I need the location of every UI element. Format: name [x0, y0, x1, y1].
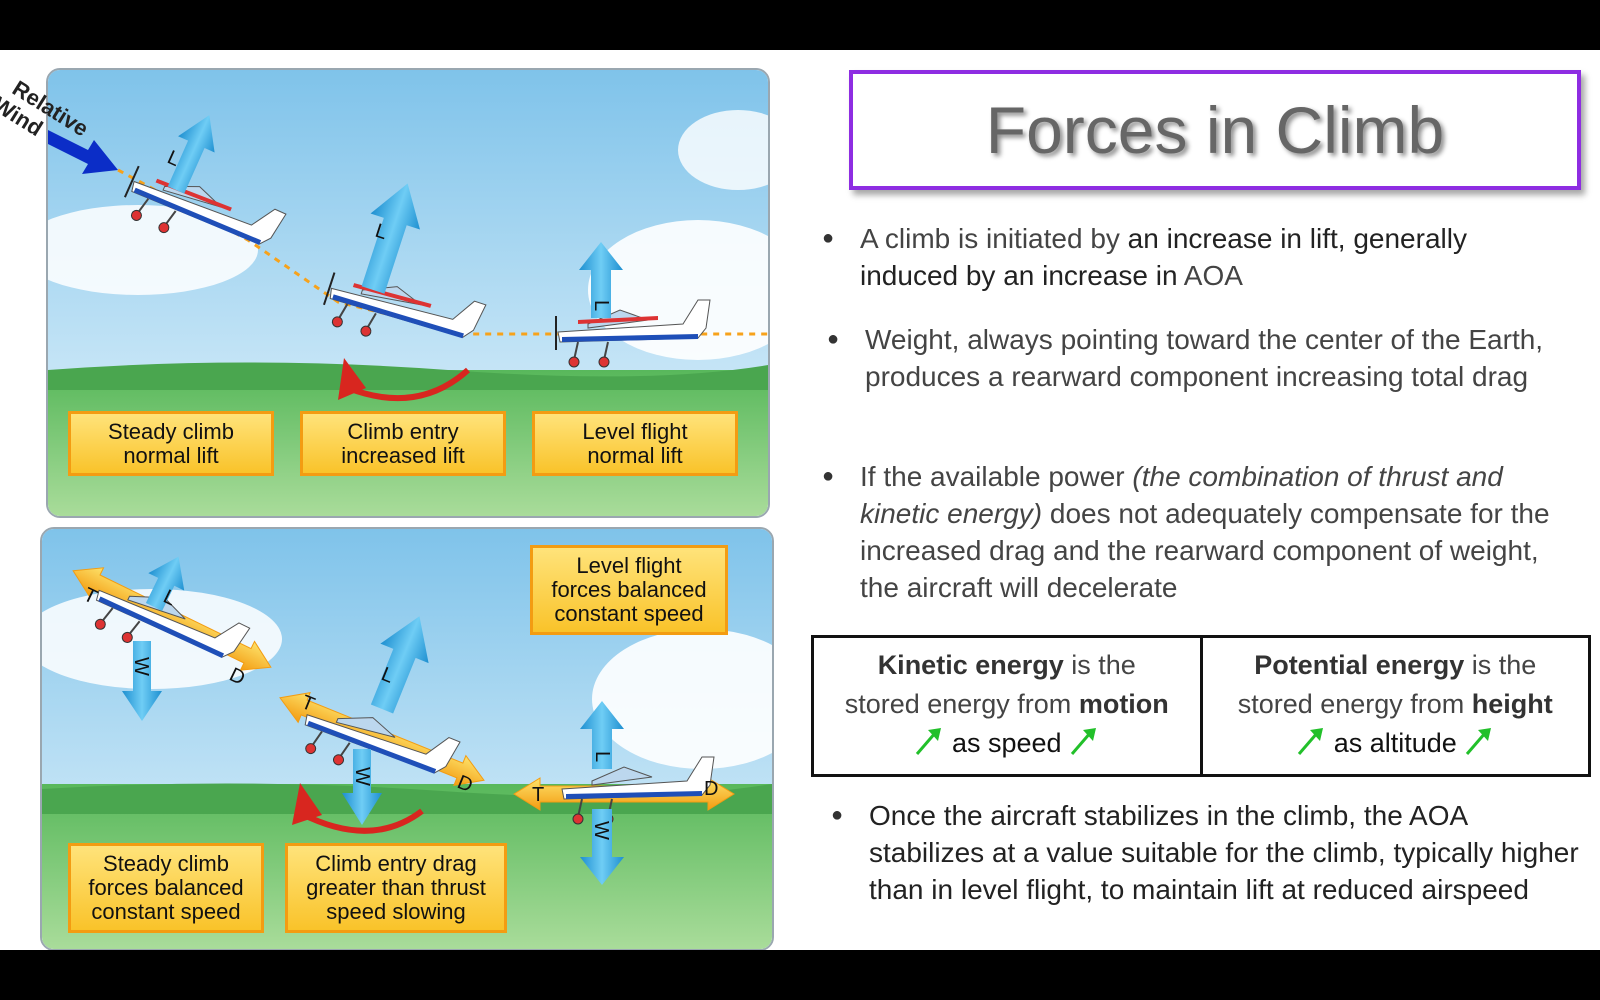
lift-arrow-1: [167, 115, 215, 194]
weight-arrow-b: [342, 749, 382, 825]
increase-arrow-icon: [1298, 728, 1324, 755]
potential-energy-cell: Potential energy is the stored energy fr…: [1199, 638, 1589, 774]
svg-text:T: T: [532, 784, 544, 806]
bullet-4: ● Once the aircraft stabilizes in the cl…: [831, 797, 1581, 908]
bullet-2: ● Weight, always pointing toward the cen…: [827, 321, 1557, 395]
bullet-dot: ●: [822, 465, 835, 487]
bullet-dot: ●: [827, 328, 840, 350]
bullet-1: ● A climb is initiated by an increase in…: [822, 220, 1552, 294]
lift-arrow-a: [145, 556, 185, 611]
increase-arrow-icon: [1466, 728, 1492, 755]
kinetic-energy-cell: Kinetic energy is the stored energy from…: [844, 650, 1169, 758]
svg-text:D: D: [704, 778, 718, 800]
bullet-3: ● If the available power (the combinatio…: [822, 458, 1582, 606]
lift-arrow-2: [361, 183, 420, 294]
lift-arrow-b: [370, 616, 429, 714]
energy-table: Kinetic energy is the stored energy from…: [811, 635, 1591, 777]
lift-arrow-c: [580, 701, 624, 769]
svg-text:L: L: [591, 751, 613, 762]
lift-arrow-3: [579, 242, 623, 318]
increase-arrow-icon: [1070, 728, 1097, 755]
bullet-dot: ●: [822, 227, 835, 249]
svg-text:W: W: [130, 657, 152, 676]
svg-text:L: L: [590, 300, 612, 311]
relative-wind-arrow: [48, 130, 118, 174]
page-title: Forces in Climb: [985, 93, 1445, 167]
title-box: Forces in Climb: [849, 70, 1581, 190]
weight-arrow-c: [580, 809, 624, 885]
weight-arrow-a: [122, 641, 162, 721]
svg-text:W: W: [351, 767, 373, 786]
bullet-dot: ●: [831, 804, 844, 826]
increase-arrow-icon: [916, 728, 942, 755]
svg-text:W: W: [590, 821, 612, 840]
bottom-diagram: T L W D T L W D: [40, 527, 774, 950]
rotation-arrow: [346, 367, 471, 401]
rotation-arrow-b: [300, 808, 424, 834]
